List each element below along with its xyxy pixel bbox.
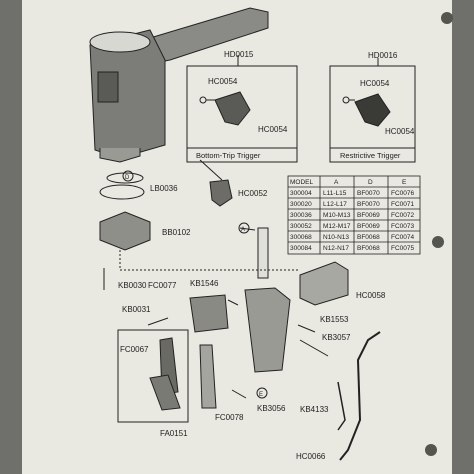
label-kb3056: KB3056	[257, 404, 286, 413]
table-cell: 300052	[290, 223, 312, 230]
label-hd0016: HD0016	[368, 51, 398, 60]
table-cell: BF0068	[357, 245, 380, 252]
label-hc0054-d: HC0054	[385, 127, 415, 136]
marker-e: E	[259, 392, 263, 398]
table-cell: FC0076	[391, 190, 415, 197]
label-fa0151: FA0151	[160, 429, 188, 438]
label-hd0015: HD0015	[224, 50, 254, 59]
label-kb1553: KB1553	[320, 315, 349, 324]
label-hc0054-b: HC0054	[258, 125, 288, 134]
table-cell: N10-N13	[323, 234, 349, 241]
binder-hole-middle	[432, 236, 444, 248]
table-cell: BF0069	[357, 223, 380, 230]
fa0151-box	[117, 329, 189, 423]
table-cell: BF0069	[357, 212, 380, 219]
table-header-e: E	[402, 179, 407, 186]
table-cell: 300068	[290, 234, 312, 241]
label-kb0031: KB0031	[122, 305, 151, 314]
binder-hole-bottom	[425, 444, 437, 456]
label-fc0078: FC0078	[215, 413, 244, 422]
table-cell: BF0068	[357, 234, 380, 241]
table-cell: FC0073	[391, 223, 415, 230]
label-hc0058: HC0058	[356, 291, 386, 300]
model-table: MODEL A D E 300004 L11-L15 BF0070 FC0076…	[287, 175, 421, 255]
table-cell: BF0070	[357, 201, 380, 208]
table-cell: FC0075	[391, 245, 415, 252]
label-kb3057: KB3057	[322, 333, 351, 342]
label-kb4133: KB4133	[300, 405, 329, 414]
table-cell: FC0072	[391, 212, 415, 219]
label-hc0066: HC0066	[296, 452, 326, 461]
restrictive-box	[329, 65, 416, 163]
label-fc0067: FC0067	[120, 345, 149, 354]
label-hc0052: HC0052	[238, 189, 268, 198]
label-bb0102: BB0102	[162, 228, 191, 237]
table-cell: 300020	[290, 201, 312, 208]
table-cell: 300084	[290, 245, 312, 252]
caption-restrictive: Restrictive Trigger	[340, 151, 401, 160]
bottom-trip-box	[186, 65, 298, 163]
label-kb1546: KB1546	[190, 279, 219, 288]
table-cell: 300036	[290, 212, 312, 219]
table-cell: L11-L15	[323, 190, 347, 197]
table-cell: FC0074	[391, 234, 415, 241]
table-cell: M12-M17	[323, 223, 351, 230]
marker-a: A	[241, 227, 245, 233]
restrictive-trigger-drawing	[354, 93, 391, 127]
caption-bottom-trip: Bottom-Trip Trigger	[196, 151, 261, 160]
label-fc0077: FC0077	[148, 281, 177, 290]
table-header-d: D	[368, 179, 373, 186]
table-cell: L12-L17	[323, 201, 347, 208]
table-cell: FC0071	[391, 201, 415, 208]
housing-drawing	[89, 7, 269, 163]
table-cell: M10-M13	[323, 212, 351, 219]
label-lb0036: LB0036	[150, 184, 178, 193]
table-cell: 300004	[290, 190, 312, 197]
o-ring-drawing	[106, 172, 144, 184]
binder-hole-top	[441, 12, 453, 24]
table-cell: BF0070	[357, 190, 380, 197]
table-header-a: A	[334, 179, 339, 186]
table-cell: N12-N17	[323, 245, 349, 252]
label-kb0030: KB0030	[118, 281, 147, 290]
label-hc0054-a: HC0054	[208, 77, 238, 86]
cylinder-cap-drawing	[99, 211, 151, 251]
marker-d: D	[125, 175, 130, 181]
label-hc0054-c: HC0054	[360, 79, 390, 88]
bottom-trip-trigger-drawing	[214, 91, 251, 126]
table-header-model: MODEL	[290, 179, 314, 186]
